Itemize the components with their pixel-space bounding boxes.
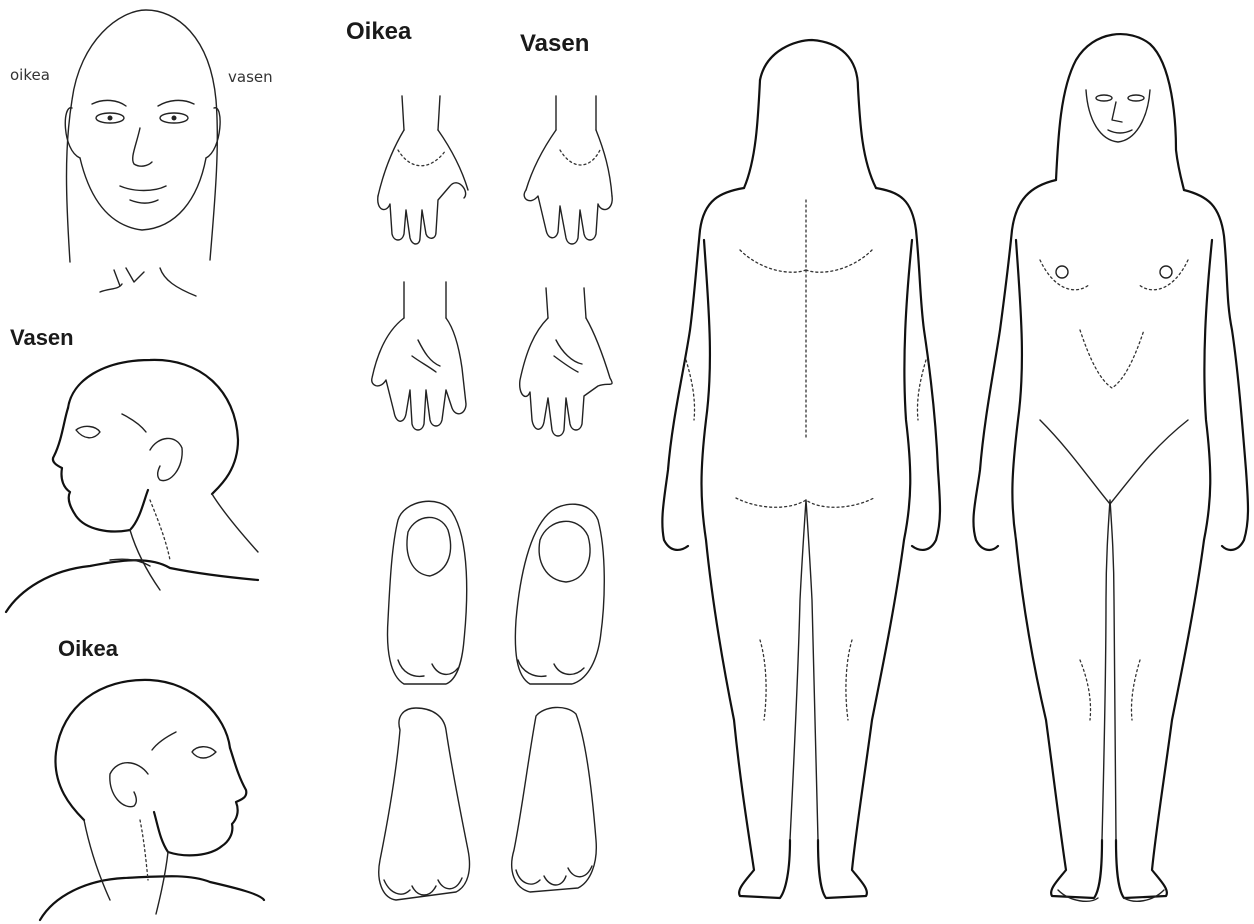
palm-left-drawing (520, 288, 612, 436)
foot-top-left-drawing (512, 707, 597, 892)
foot-sole-top-right-drawing (388, 501, 467, 684)
body-front-view-drawing (973, 34, 1248, 901)
foot-sole-top-left-drawing (515, 504, 604, 684)
body-back-view-drawing (662, 40, 940, 898)
head-left-profile-drawing (6, 360, 258, 612)
foot-top-right-drawing (379, 708, 470, 900)
palm-right-drawing (372, 282, 466, 430)
hand-back-right-drawing (378, 96, 468, 244)
head-right-profile-drawing (40, 680, 264, 920)
face-front-drawing (65, 10, 220, 296)
hand-back-left-drawing (524, 96, 612, 244)
